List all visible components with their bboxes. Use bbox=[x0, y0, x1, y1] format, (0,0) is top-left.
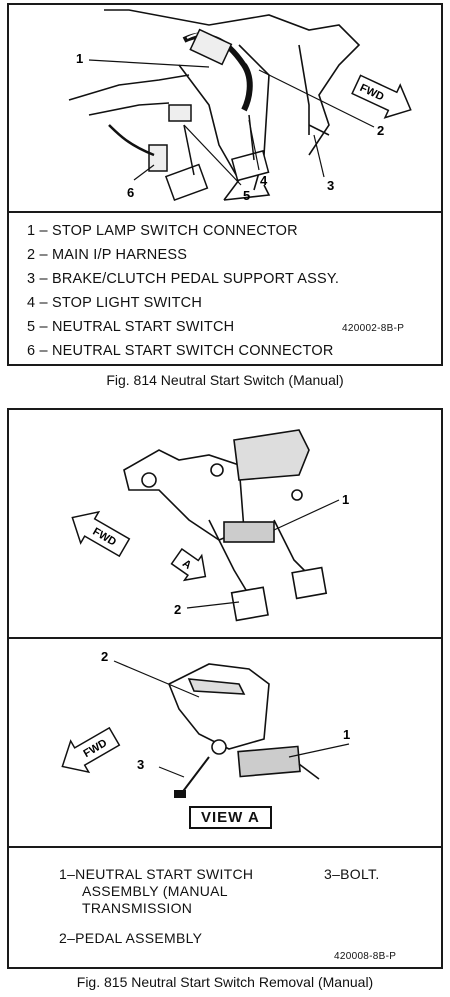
legend-item-3: 3 – BRAKE/CLUTCH PEDAL SUPPORT ASSY. bbox=[27, 271, 340, 287]
view-callout-3: 3 bbox=[137, 757, 144, 772]
figure-code-814: 420002-8B-P bbox=[342, 323, 405, 334]
figure-caption-814: Fig. 814 Neutral Start Switch (Manual) bbox=[106, 372, 344, 388]
view-callout-1: 1 bbox=[343, 727, 350, 742]
legend-815-item2: 2–PEDAL ASSEMBLY bbox=[59, 930, 203, 946]
top-callout-1: 1 bbox=[342, 492, 349, 507]
callout-6: 6 bbox=[127, 185, 134, 200]
legend-item-2: 2 – MAIN I/P HARNESS bbox=[27, 247, 188, 263]
view-callout-2: 2 bbox=[101, 649, 108, 664]
legend-815-item1-line1: 1–NEUTRAL START SWITCH bbox=[59, 866, 254, 882]
legend-item-1: 1 – STOP LAMP SWITCH CONNECTOR bbox=[27, 223, 298, 239]
legend-divider-814 bbox=[9, 211, 441, 213]
figure-815-frame: FWD A 1 2 FWD bbox=[7, 408, 443, 969]
view-a-label: VIEW A bbox=[189, 806, 272, 829]
legend-divider-815 bbox=[9, 846, 441, 848]
figure-815-view-a-illustration: FWD 2 1 3 bbox=[61, 649, 350, 798]
callout-2: 2 bbox=[377, 123, 384, 138]
view-divider bbox=[9, 637, 441, 639]
legend-815-item1-line3: TRANSMISSION bbox=[82, 900, 193, 916]
figure-814-frame: FWD 1 2 3 4 5 6 1 – STOP LAMP SWITCH CON… bbox=[7, 3, 443, 366]
figure-814-illustration: FWD 1 2 3 4 5 6 bbox=[68, 9, 412, 203]
legend-815-item3: 3–BOLT. bbox=[324, 866, 380, 882]
figure-caption-815: Fig. 815 Neutral Start Switch Removal (M… bbox=[76, 974, 374, 990]
legend-815-item1-line2: ASSEMBLY (MANUAL bbox=[82, 883, 228, 899]
legend-item-5: 5 – NEUTRAL START SWITCH bbox=[27, 319, 235, 335]
figure-code-815: 420008-8B-P bbox=[334, 951, 397, 962]
callout-5: 5 bbox=[243, 188, 250, 203]
legend-item-6: 6 – NEUTRAL START SWITCH CONNECTOR bbox=[27, 343, 334, 359]
callout-4: 4 bbox=[260, 173, 268, 188]
figure-815-top-illustration: FWD A 1 2 bbox=[71, 429, 349, 622]
callout-3: 3 bbox=[327, 178, 334, 193]
top-callout-2: 2 bbox=[174, 602, 181, 617]
callout-1: 1 bbox=[76, 51, 83, 66]
legend-item-4: 4 – STOP LIGHT SWITCH bbox=[27, 295, 203, 311]
